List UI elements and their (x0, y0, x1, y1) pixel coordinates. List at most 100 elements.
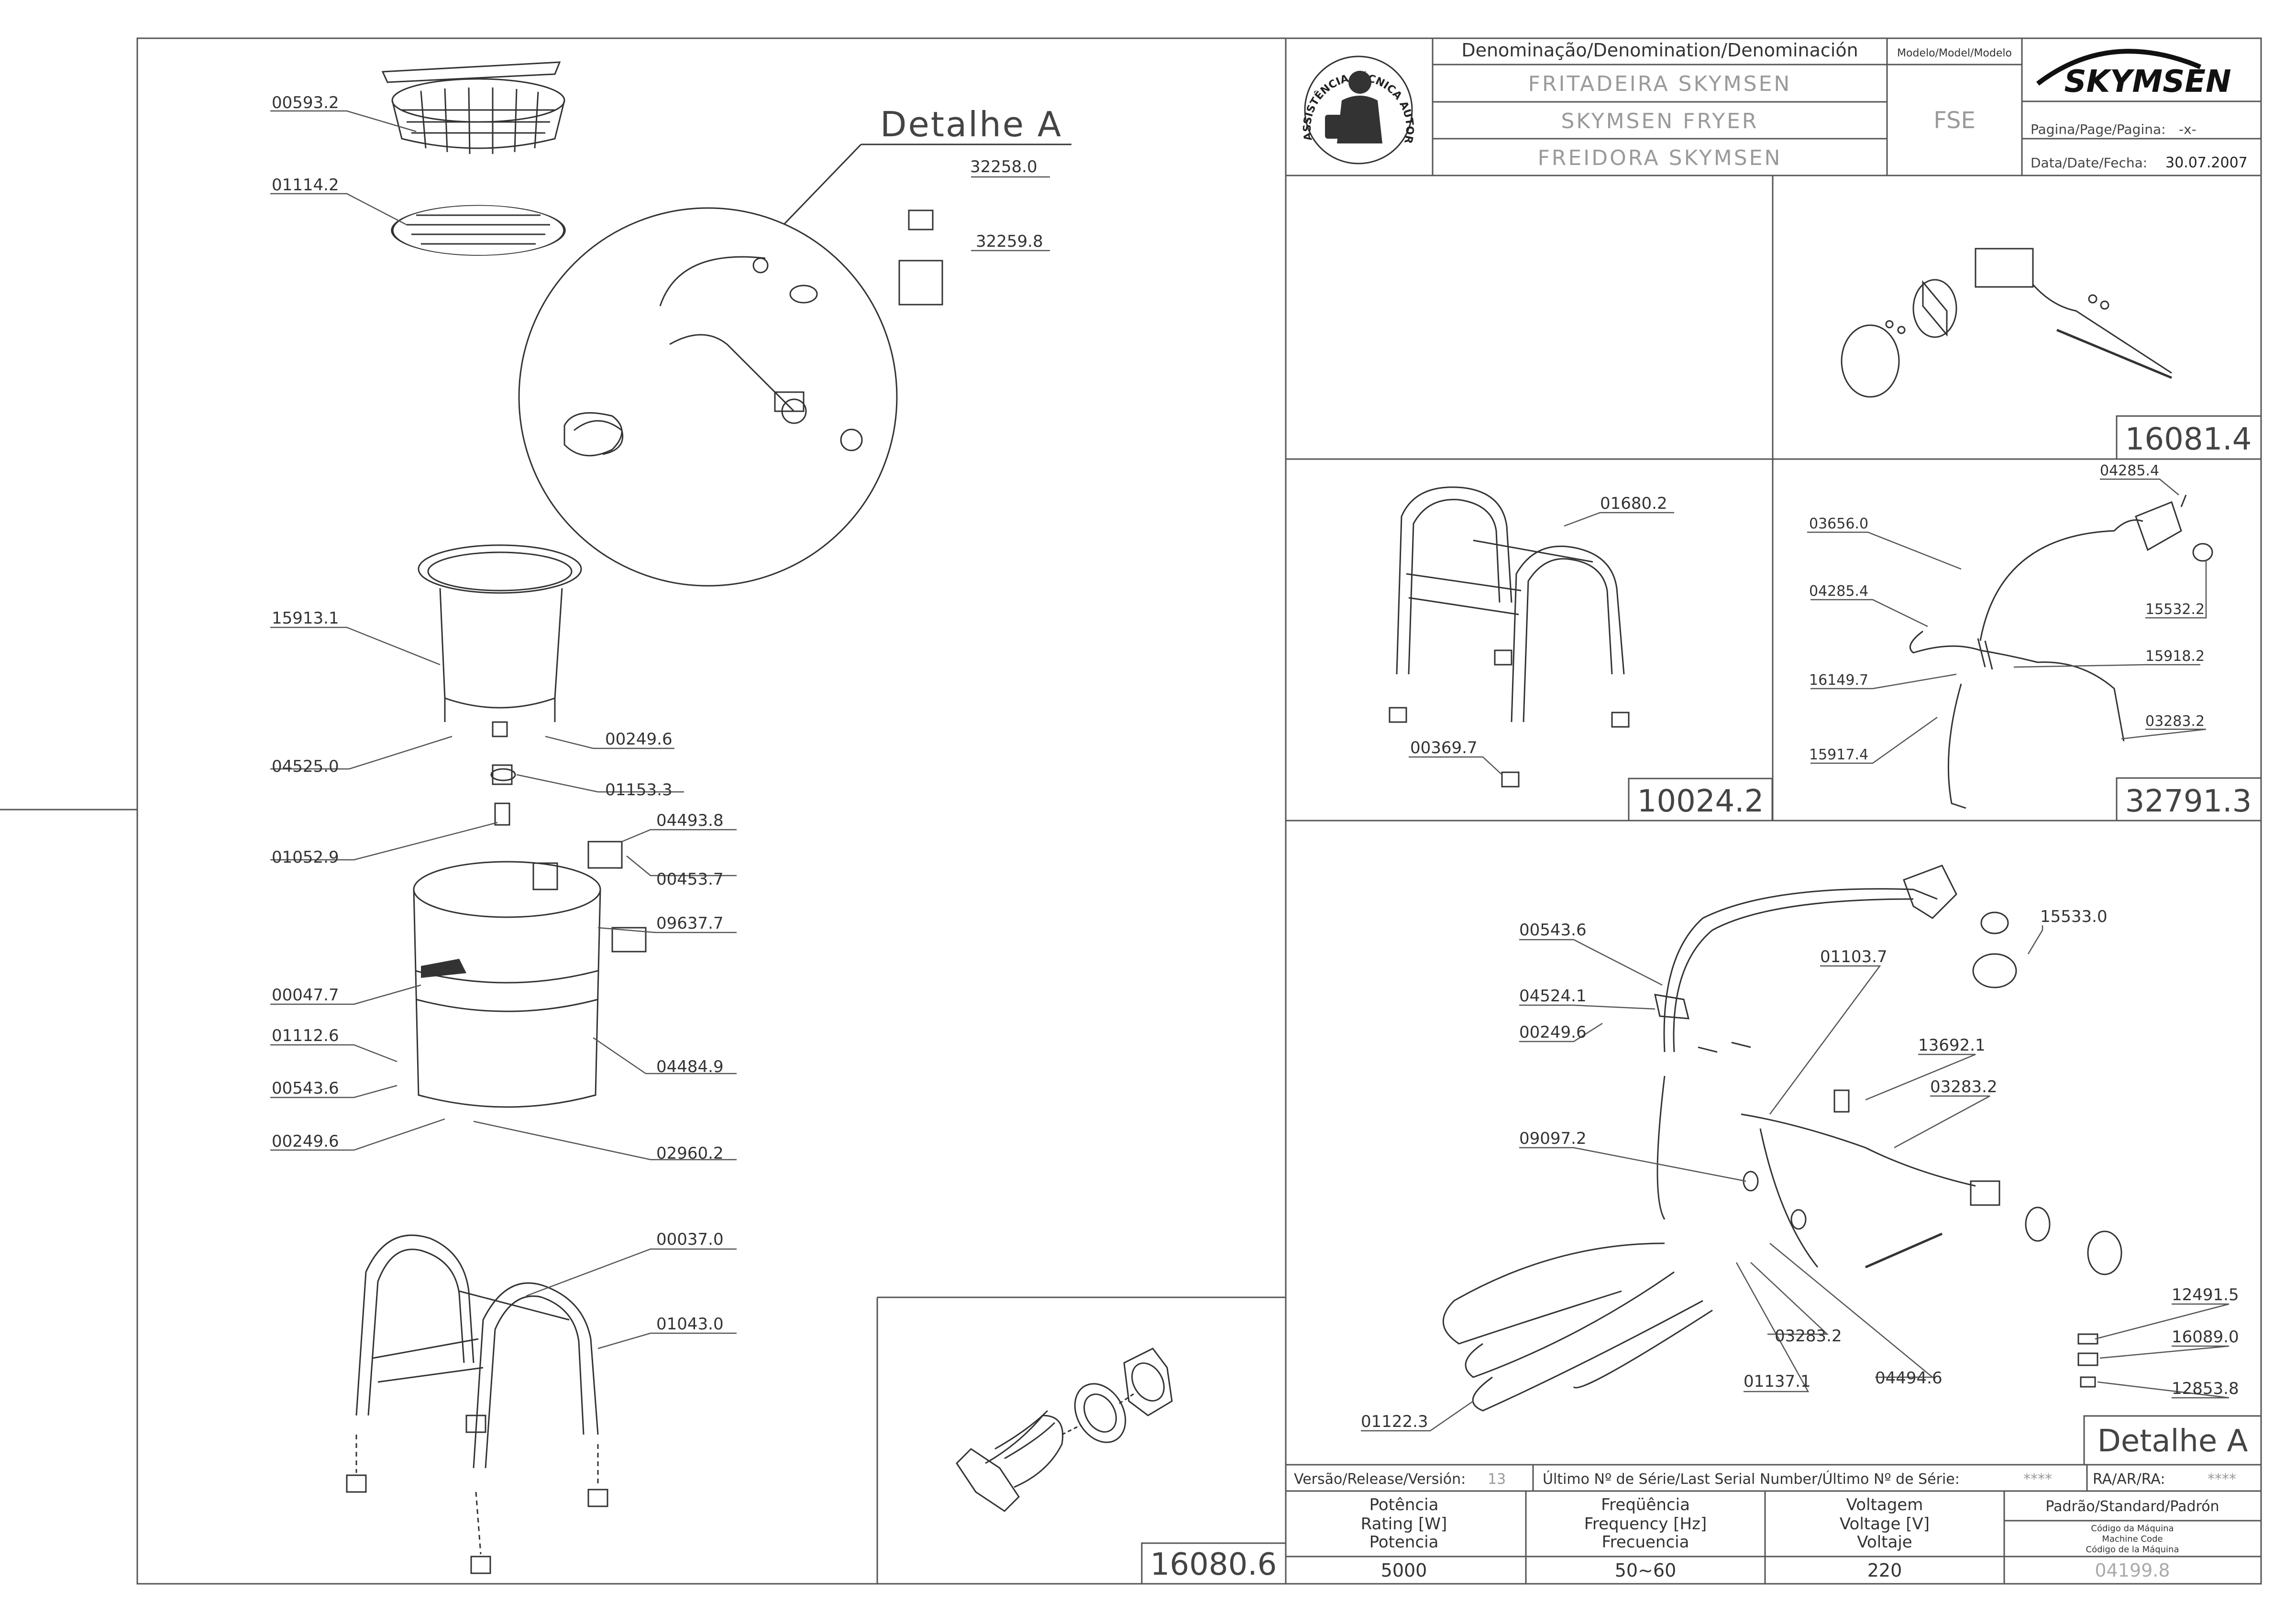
main-exploded-view (346, 61, 1071, 1574)
part-label: 04525.0 (272, 757, 339, 776)
panel-detail-a: 00543.6 04524.1 00249.6 01103.7 15533.0 … (1361, 865, 2262, 1466)
gasket (490, 768, 516, 781)
power-label-pt: Potência (1369, 1495, 1439, 1514)
part-label: 12491.5 (2172, 1285, 2239, 1305)
part-label: 09097.2 (1519, 1129, 1587, 1148)
brand-name: SKYMSEN (2064, 64, 2231, 99)
detail-a-panel-title: Detalhe A (2097, 1424, 2248, 1459)
power-label-es: Potencia (1369, 1533, 1439, 1552)
product-name-es: FREIDORA SKYMSEN (1538, 146, 1782, 170)
authorized-service-seal: ASSISTÊNCIA TÉCNICA AUTORIZADA (0, 0, 1415, 164)
part-label: 01153.3 (605, 780, 673, 800)
panel-code-16081: 16081.4 (2125, 422, 2252, 457)
part-label: 09637.7 (656, 914, 724, 933)
part-label: 03283.2 (1930, 1077, 1998, 1097)
drain-nipple (494, 802, 510, 826)
detail-a-callout: Detalhe A (880, 104, 1062, 144)
volt-value: 220 (1867, 1560, 1902, 1581)
part-label: 03283.2 (1775, 1327, 1842, 1346)
part-label: 00593.2 (272, 93, 339, 112)
part-label: 03656.0 (1809, 515, 1868, 532)
denomination-label: Denominação/Denomination/Denominación (1461, 40, 1858, 61)
power-label-en: Rating [W] (1361, 1514, 1447, 1534)
date-label: Data/Date/Fecha: (2031, 155, 2147, 171)
part-label: 01680.2 (1600, 494, 1667, 513)
model-value: FSE (1933, 107, 1976, 134)
decal-large (898, 260, 943, 306)
drain-valve-exploded (956, 1348, 1173, 1512)
part-label: 01052.9 (272, 848, 339, 867)
footer-table: Versão/Release/Versión: 13 Último Nº de … (1286, 1465, 2261, 1584)
power-value: 5000 (1381, 1560, 1427, 1581)
part-label: 00037.0 (656, 1230, 724, 1249)
part-label: 04524.1 (1519, 987, 1587, 1006)
panel-code-32791: 32791.3 (2125, 784, 2252, 819)
page-label: Pagina/Page/Pagina: (2031, 121, 2166, 137)
part-label: 00249.6 (1519, 1023, 1587, 1042)
outer-body (413, 841, 647, 1108)
machine-code-value: 04199.8 (2095, 1560, 2170, 1581)
detail-a-miniature (563, 256, 863, 457)
freq-label-pt: Freqüência (1601, 1495, 1690, 1514)
frying-basket (381, 61, 565, 154)
freq-label-en: Frequency [Hz] (1584, 1514, 1707, 1534)
product-name-en: SKYMSEN FRYER (1561, 109, 1758, 133)
part-label: 02960.2 (656, 1144, 724, 1163)
panel-16081: 16081.4 (1841, 248, 2262, 460)
part-label: 13692.1 (1918, 1036, 1986, 1055)
serial-label: Último Nº de Série/Last Serial Number/Úl… (1543, 1470, 1960, 1488)
decal-small (908, 209, 934, 230)
part-label: 32258.0 (970, 157, 1038, 176)
part-label: 04285.4 (2100, 462, 2159, 479)
detail-a-circle (518, 207, 898, 587)
detail-a-callout-label: Detalhe A (880, 104, 1062, 144)
thermostat-body (1975, 248, 2034, 288)
part-label: 01114.2 (272, 175, 339, 195)
inner-tank (418, 544, 582, 737)
serial-value: **** (2023, 1471, 2052, 1488)
skymsen-logo: SKYMSEN (2036, 49, 2231, 99)
part-label: 04285.4 (1809, 583, 1868, 600)
part-label: 15532.2 (2145, 601, 2205, 618)
part-label: 15918.2 (2145, 648, 2205, 665)
title-block: ASSISTÊNCIA TÉCNICA AUTORIZADA Denominaç… (0, 0, 2261, 175)
part-label: 01043.0 (656, 1315, 724, 1334)
part-label: 00047.7 (272, 986, 339, 1005)
stand-drawing (1389, 486, 1630, 788)
page-value: -x- (2179, 121, 2197, 137)
mesh-disc (391, 205, 566, 256)
technician-figure-icon (1325, 71, 1382, 143)
part-label: 00249.6 (272, 1132, 339, 1151)
drain-fitting (492, 764, 513, 785)
part-label: 01137.1 (1744, 1372, 1811, 1391)
part-label: 04484.9 (656, 1057, 724, 1076)
part-label: 16149.7 (1809, 672, 1868, 689)
version-value: 13 (1488, 1471, 1506, 1488)
volt-label-pt: Voltagem (1846, 1495, 1923, 1514)
machine-code-label-pt: Código da Máquina (2091, 1524, 2174, 1534)
panel-code-10024: 10024.2 (1637, 784, 1764, 819)
part-label: 03283.2 (2145, 713, 2205, 730)
left-leader-lines (270, 110, 1050, 1349)
seal-text: ASSISTÊNCIA TÉCNICA AUTORIZADA (0, 0, 1415, 145)
part-label: 15913.1 (272, 609, 339, 628)
part-label: 00543.6 (1519, 921, 1587, 940)
part-label: 16089.0 (2172, 1327, 2239, 1347)
freq-value: 50~60 (1615, 1560, 1677, 1581)
standard-label: Padrão/Standard/Padrón (2045, 1498, 2219, 1515)
wiring-harness (1909, 494, 2213, 809)
version-label: Versão/Release/Versión: (1294, 1471, 1466, 1488)
bottom-stand (346, 1234, 608, 1574)
machine-code-label-es: Código de la Máquina (2086, 1545, 2179, 1555)
ra-value: **** (2208, 1471, 2236, 1488)
part-label: 01103.7 (1820, 947, 1888, 966)
part-label: 00369.7 (1410, 738, 1478, 757)
left-part-labels: 00593.2 01114.2 32258.0 32259.8 15913.1 … (272, 93, 1043, 1334)
part-label: 00543.6 (272, 1079, 339, 1098)
sheet-frame (0, 37, 2262, 1585)
panel-10024: 01680.2 00369.7 10024.2 (1389, 486, 1773, 822)
svg-text:ASSISTÊNCIA TÉCNICA AUTORIZADA: ASSISTÊNCIA TÉCNICA AUTORIZADA (0, 0, 1415, 145)
thermostat-knob (1841, 324, 1900, 398)
machine-code-label-en: Machine Code (2102, 1534, 2163, 1544)
